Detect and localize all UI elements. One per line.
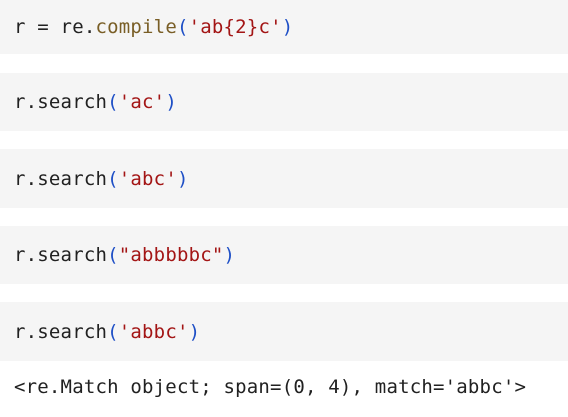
code-prefix: r.search <box>14 244 108 266</box>
code-prefix: r = re. <box>14 16 96 38</box>
code-cell-search-abbc[interactable]: r.search('abbc') <box>0 302 568 361</box>
code-prefix: r.search <box>14 91 108 113</box>
code-prefix: r.search <box>14 320 108 343</box>
code-open-paren: ( <box>107 320 119 343</box>
code-prefix: r.search <box>14 167 108 190</box>
code-cell-compile[interactable]: r = re.compile('ab{2}c') <box>0 0 568 54</box>
code-close-paren: ) <box>165 91 177 113</box>
code-cell-search-abbbbbc[interactable]: r.search("abbbbbc") <box>0 226 568 284</box>
code-cell-search-abc[interactable]: r.search('abc') <box>0 149 568 208</box>
code-close-paren: ) <box>281 16 294 38</box>
code-string-arg: 'ac' <box>118 91 166 113</box>
code-string-arg: "abbbbbc" <box>118 244 224 266</box>
code-cell-search-ac[interactable]: r.search('ac') <box>0 73 568 131</box>
code-string-arg: 'abc' <box>118 167 177 190</box>
code-close-paren: ) <box>188 320 201 343</box>
code-open-paren: ( <box>107 244 119 266</box>
code-string-arg: 'ab{2}c' <box>188 16 282 38</box>
code-close-paren: ) <box>223 244 236 266</box>
code-close-paren: ) <box>176 167 189 190</box>
code-open-paren: ( <box>176 16 189 38</box>
cell-output-text: <re.Match object; span=(0, 4), match='ab… <box>14 376 527 398</box>
code-function-name: compile <box>95 16 177 38</box>
code-open-paren: ( <box>107 91 119 113</box>
code-string-arg: 'abbc' <box>118 320 189 343</box>
code-open-paren: ( <box>107 167 119 190</box>
